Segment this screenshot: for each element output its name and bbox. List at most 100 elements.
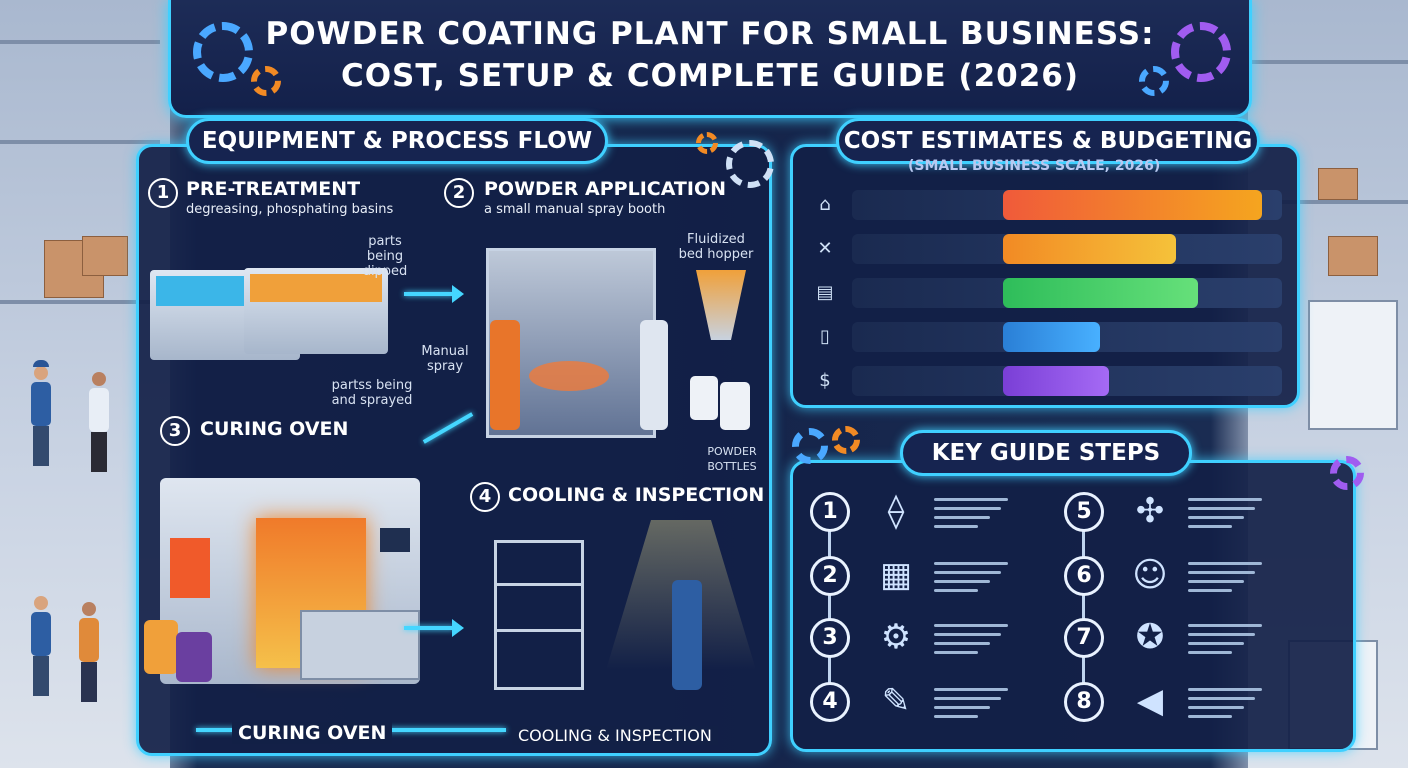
dipping-tank-right [244, 268, 388, 354]
title-line-2: COST, SETUP & COMPLETE GUIDE (2026) [340, 58, 1080, 94]
cost-panel [790, 144, 1300, 408]
cost-bar-track [852, 278, 1282, 308]
bottom-flow-curing: CURING OVEN [232, 722, 393, 744]
document-icon: ✎ [881, 681, 911, 721]
powder-jar [176, 632, 212, 682]
guide-connector-line [1082, 510, 1085, 710]
guide-step-text-placeholder [934, 624, 1008, 660]
guide-step-number: 7 [1064, 618, 1104, 658]
note-parts-dipped: parts being dipped [362, 234, 408, 279]
note-hopper: Fluidized bed hopper [678, 232, 754, 262]
guide-step-text-placeholder [934, 688, 1008, 724]
robot-sprayer [640, 320, 668, 430]
step-title-pretreatment: PRE-TREATMENT [186, 178, 361, 200]
person-chat-icon: ☺ [1132, 555, 1168, 595]
fan-icon: ✣ [1135, 491, 1165, 531]
shelf [0, 300, 160, 304]
shelf [0, 40, 160, 44]
cost-row: ⌂ [812, 190, 1292, 220]
cost-row: $ [812, 366, 1292, 396]
cardboard-box [1328, 236, 1378, 276]
guide-step-number: 5 [1064, 492, 1104, 532]
worker-figure [22, 590, 62, 740]
guide-step-text-placeholder [1188, 624, 1262, 660]
cost-row: ▤ [812, 278, 1292, 308]
worker-figure [80, 366, 120, 506]
bottom-flow-cooling: COOLING & INSPECTION [512, 726, 718, 745]
guide-step-text-placeholder [1188, 562, 1262, 598]
cost-bar-track [852, 190, 1282, 220]
badge-icon: ✪ [1135, 617, 1165, 657]
step-number: 1 [148, 178, 178, 208]
gear-icon [1139, 66, 1169, 96]
step-number: 3 [160, 416, 190, 446]
worker-figure [70, 596, 110, 746]
step-title-cooling-inspection: COOLING & INSPECTION [508, 484, 765, 506]
guide-header: KEY GUIDE STEPS [900, 430, 1192, 476]
cost-bar-fill [1002, 190, 1263, 220]
process-header: EQUIPMENT & PROCESS FLOW [186, 118, 608, 164]
guide-step-number: 4 [810, 682, 850, 722]
step-title-powder-application: POWDER APPLICATION [484, 178, 727, 200]
cost-row: ▯ [812, 322, 1292, 352]
clipboard-icon: ▤ [816, 282, 834, 303]
worker-figure [22, 360, 62, 500]
step-number: 4 [470, 482, 500, 512]
gear-icon [832, 426, 860, 454]
cost-header: COST ESTIMATES & BUDGETING [836, 118, 1260, 164]
building-illustration [1308, 300, 1398, 430]
shelf [1248, 60, 1408, 64]
megaphone-icon: ◀ [1136, 681, 1164, 721]
note-parts-sprayed: partss being and sprayed [331, 378, 413, 408]
dollar-icon: $ [819, 370, 831, 391]
guide-step-number: 2 [810, 556, 850, 596]
inspector-figure [672, 580, 702, 690]
powder-bottle [690, 376, 718, 420]
step-subtitle: degreasing, phosphating basins [186, 202, 394, 217]
note-bottles: POWDER BOTTLES [707, 445, 757, 473]
flow-arrow [404, 285, 464, 303]
step-number: 2 [444, 178, 474, 208]
cardboard-box [1318, 168, 1358, 200]
tools-icon: ✕ [817, 238, 833, 259]
cost-bar-fill [1002, 234, 1176, 264]
cost-subheader: (SMALL BUSINESS SCALE, 2026) [908, 158, 1161, 174]
powder-jar [144, 620, 178, 674]
gear-icon: ⚙ [880, 617, 912, 657]
title-line-1: POWDER COATING PLANT FOR SMALL BUSINESS: [265, 16, 1155, 52]
worker-sprayer [490, 320, 520, 430]
step-title-curing-oven: CURING OVEN [200, 418, 349, 440]
gear-icon [696, 132, 718, 154]
step-subtitle: a small manual spray booth [484, 202, 666, 217]
blueprint-icon: ▦ [879, 555, 913, 595]
garage-icon: ⌂ [819, 194, 831, 215]
guide-step-number: 1 [810, 492, 850, 532]
shelf [1248, 200, 1408, 204]
gear-icon [193, 22, 253, 82]
jar-icon: ▯ [820, 326, 830, 347]
cardboard-box [82, 236, 128, 276]
guide-step-text-placeholder [1188, 498, 1262, 534]
guide-step-number: 6 [1064, 556, 1104, 596]
parts-cart [300, 610, 420, 680]
guide-step-text-placeholder [934, 498, 1008, 534]
cooling-rack [494, 540, 584, 690]
guide-step-text-placeholder [934, 562, 1008, 598]
cost-bar-fill [1002, 322, 1101, 352]
gear-icon [792, 428, 828, 464]
cost-bar-track [852, 234, 1282, 264]
lightbulb-gear-icon [726, 140, 774, 188]
guide-step-text-placeholder [1188, 688, 1262, 724]
gear-icon [251, 66, 281, 96]
note-manual-spray: Manual spray [421, 344, 469, 374]
guide-connector-line [828, 510, 831, 710]
cost-bar-fill [1002, 278, 1199, 308]
guide-step-number: 8 [1064, 682, 1104, 722]
compass-icon: ⟠ [887, 491, 905, 531]
cost-row: ✕ [812, 234, 1292, 264]
cost-bar-track [852, 322, 1282, 352]
guide-step-number: 3 [810, 618, 850, 658]
title-banner: POWDER COATING PLANT FOR SMALL BUSINESS:… [168, 0, 1252, 118]
powder-bottle [720, 382, 750, 430]
cost-bar-fill [1002, 366, 1109, 396]
